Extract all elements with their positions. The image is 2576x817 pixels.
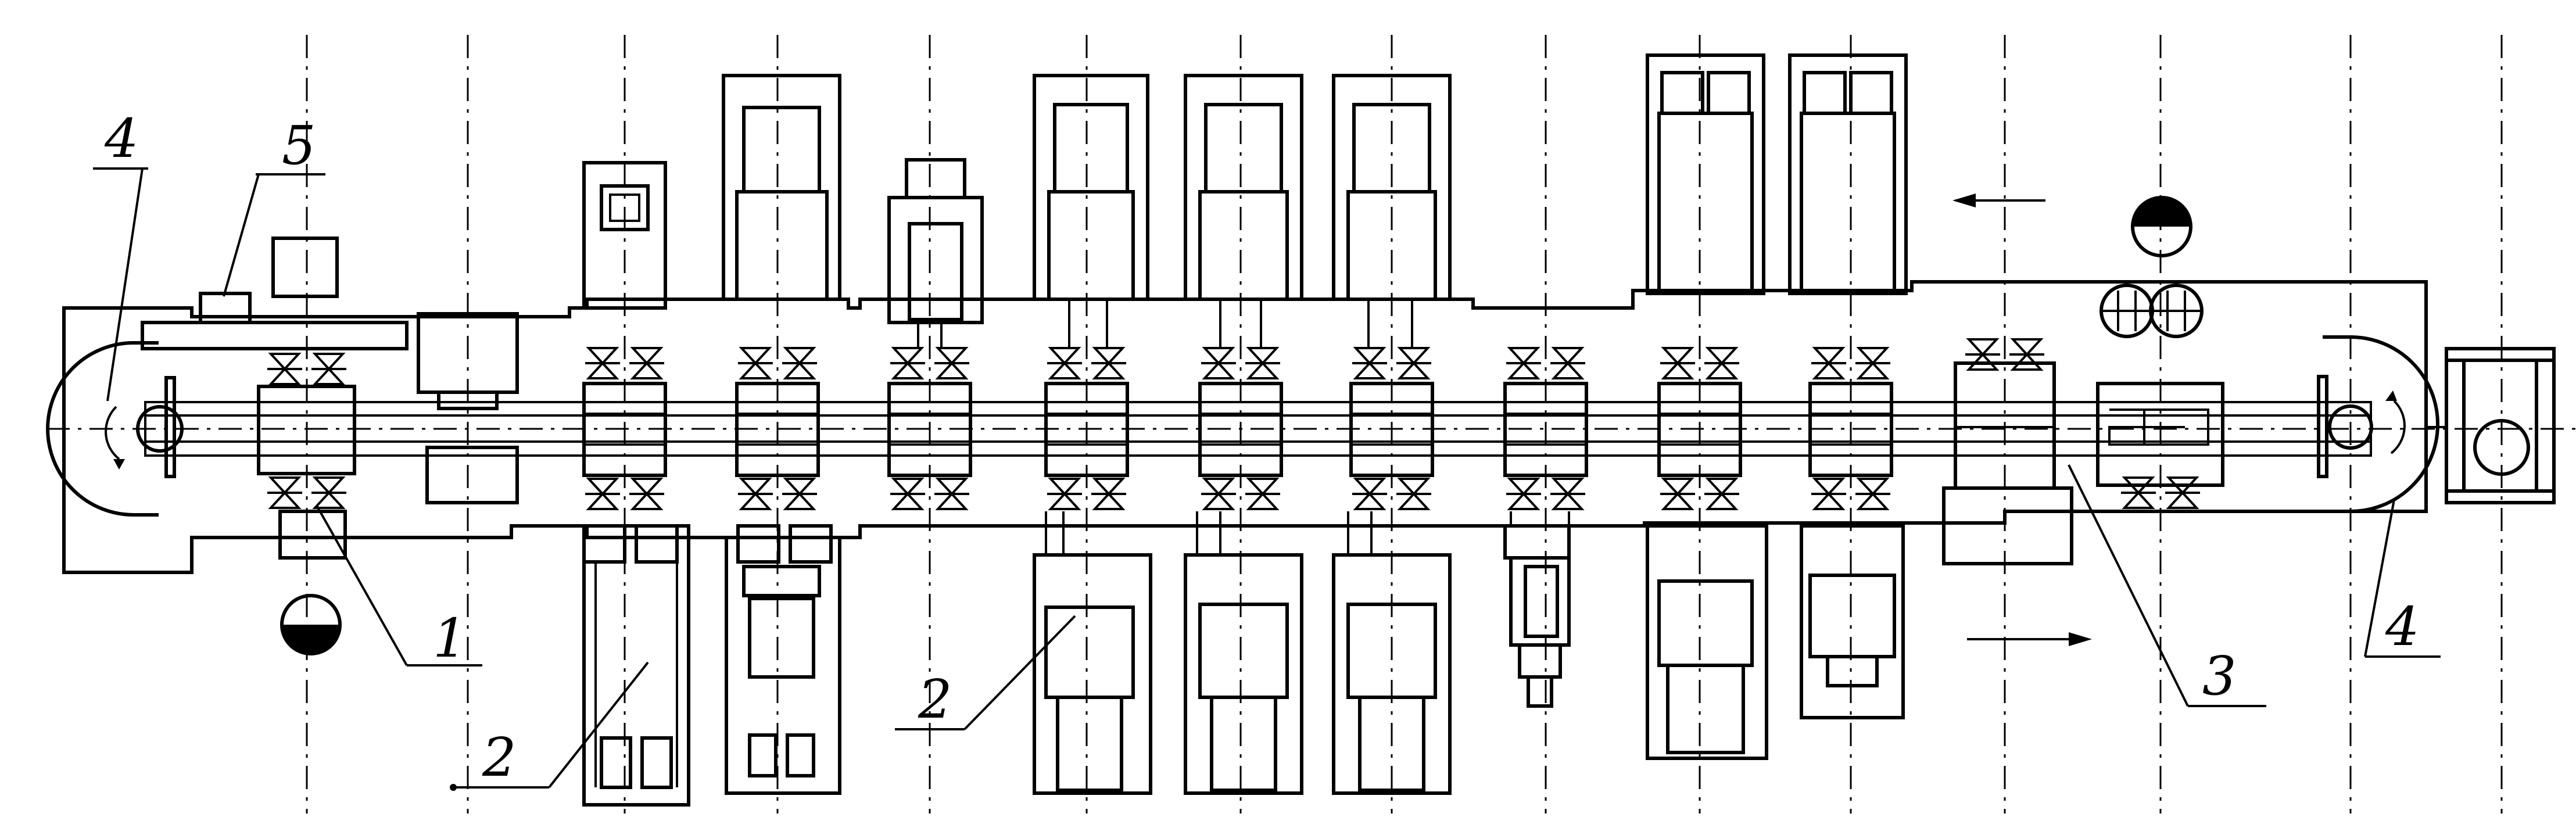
- spindle-rods: [918, 299, 1569, 555]
- clamp-roller: [1356, 348, 1384, 378]
- upper-head-8: [1790, 55, 1906, 293]
- clamp-roller: [1356, 479, 1384, 509]
- clamp-roller: [589, 479, 617, 509]
- clamp-roller: [315, 478, 343, 508]
- callout-2a: 2: [450, 662, 648, 791]
- clamp-roller: [633, 348, 661, 378]
- clamp-roller: [271, 478, 299, 508]
- right-pulley: [2330, 406, 2371, 448]
- lower-head-2: [726, 526, 840, 793]
- clamp-roller: [2169, 478, 2197, 508]
- loading-drive-rail: [142, 322, 407, 349]
- clamp-roller: [1554, 479, 1582, 509]
- clamp-roller: [1095, 348, 1123, 378]
- clamp-roller: [1815, 348, 1843, 378]
- lower-head-7: [1647, 526, 1767, 758]
- clamp-rollers: [267, 339, 2200, 509]
- clamp-roller: [894, 479, 922, 509]
- clamp-roller: [1249, 479, 1277, 509]
- clamp-roller: [786, 479, 814, 509]
- small-clamp-lower: [427, 447, 517, 503]
- clamp-roller: [1205, 479, 1233, 509]
- callout-2b: 2: [895, 616, 1075, 730]
- clamp-roller: [938, 479, 966, 509]
- svg-text:4: 4: [2385, 596, 2420, 658]
- svg-text:2: 2: [482, 726, 517, 789]
- left-pulley-stop: [166, 378, 174, 476]
- clamp-roller: [741, 348, 769, 378]
- svg-text:1: 1: [433, 607, 467, 669]
- tank-symbol-top: [2133, 198, 2191, 256]
- svg-text:4: 4: [104, 107, 139, 170]
- clamp-roller: [1249, 348, 1277, 378]
- flow-arrow-left: [1952, 193, 2045, 207]
- clamp-roller: [589, 348, 617, 378]
- check-station-base: [1944, 488, 2072, 564]
- clamp-roller: [1969, 339, 1997, 370]
- flow-arrow-right: [1967, 632, 2092, 646]
- upper-head-7: [1647, 55, 1764, 293]
- station-centerlines: [307, 35, 2502, 814]
- base-frame-outline: [64, 282, 2426, 572]
- clamp-roller: [1859, 348, 1887, 378]
- left-rotation-arrowhead: [113, 459, 125, 470]
- callout-4-right: 4: [2365, 500, 2441, 658]
- clamp-roller: [1708, 479, 1736, 509]
- lower-head-3: [1034, 555, 1151, 793]
- svg-text:3: 3: [2202, 645, 2237, 707]
- outlet-conveyor: [2426, 349, 2554, 503]
- loading-motor-top: [273, 238, 337, 296]
- lower-head-4: [1185, 555, 1302, 793]
- clamp-roller: [741, 479, 769, 509]
- upper-head-5: [1185, 76, 1302, 299]
- clamp-roller: [786, 348, 814, 378]
- clamp-roller: [1664, 479, 1692, 509]
- upper-head-2: [723, 76, 840, 299]
- clamp-roller: [938, 348, 966, 378]
- clamp-roller: [2013, 339, 2041, 370]
- right-rotation-arrow: [2391, 401, 2405, 453]
- clamp-roller: [1554, 348, 1582, 378]
- right-rotation-arrowhead: [2385, 390, 2397, 401]
- clamp-roller: [1664, 348, 1692, 378]
- callout-4-left: 4: [93, 107, 148, 401]
- upper-head-4: [1034, 76, 1148, 299]
- clamp-roller: [1708, 348, 1736, 378]
- clamp-roller: [1815, 479, 1843, 509]
- lower-head-8: [1801, 526, 1903, 718]
- clamp-roller: [315, 354, 343, 384]
- upper-head-3: [889, 160, 982, 322]
- clamp-roller: [1510, 479, 1538, 509]
- callout-5: 5: [224, 114, 325, 296]
- right-turntable: [2324, 337, 2438, 511]
- callout-3: 3: [2069, 465, 2266, 707]
- twin-gauges: [2101, 285, 2202, 336]
- clamp-roller: [894, 348, 922, 378]
- clamp-roller: [271, 354, 299, 384]
- clamp-roller: [1205, 348, 1233, 378]
- right-pulley-stop: [2319, 377, 2327, 476]
- tank-symbol-bottom: [282, 596, 340, 654]
- clamp-roller: [1400, 479, 1428, 509]
- svg-text:2: 2: [918, 668, 952, 730]
- clamp-roller: [1095, 479, 1123, 509]
- lower-head-6: [1505, 526, 1569, 706]
- clamp-roller: [1859, 479, 1887, 509]
- callout-1: 1: [317, 506, 482, 669]
- lower-head-1: [584, 526, 689, 805]
- clamp-roller: [1510, 348, 1538, 378]
- clamp-roller: [1051, 479, 1079, 509]
- left-rotation-arrow: [106, 407, 119, 459]
- clamp-roller: [633, 479, 661, 509]
- svg-text:5: 5: [282, 114, 316, 177]
- loading-lower-post: [280, 511, 345, 558]
- clamp-roller: [2124, 478, 2152, 508]
- clamp-roller: [1400, 348, 1428, 378]
